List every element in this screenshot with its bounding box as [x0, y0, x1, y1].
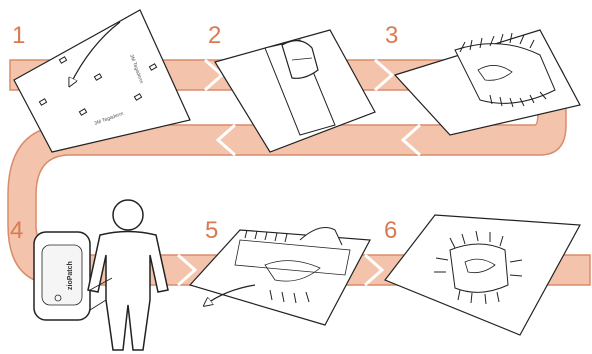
- step-number-4: 4: [10, 217, 23, 244]
- step-number-5: 5: [205, 217, 218, 244]
- step-number-3: 3: [385, 22, 398, 49]
- step-number-2: 2: [208, 22, 221, 49]
- applied-patch-icon: [385, 215, 580, 335]
- step-number-6: 6: [384, 217, 397, 244]
- device-label: zioPatch: [67, 261, 74, 290]
- patient-with-device-icon: zioPatch: [34, 200, 168, 350]
- step-number-1: 1: [12, 22, 25, 49]
